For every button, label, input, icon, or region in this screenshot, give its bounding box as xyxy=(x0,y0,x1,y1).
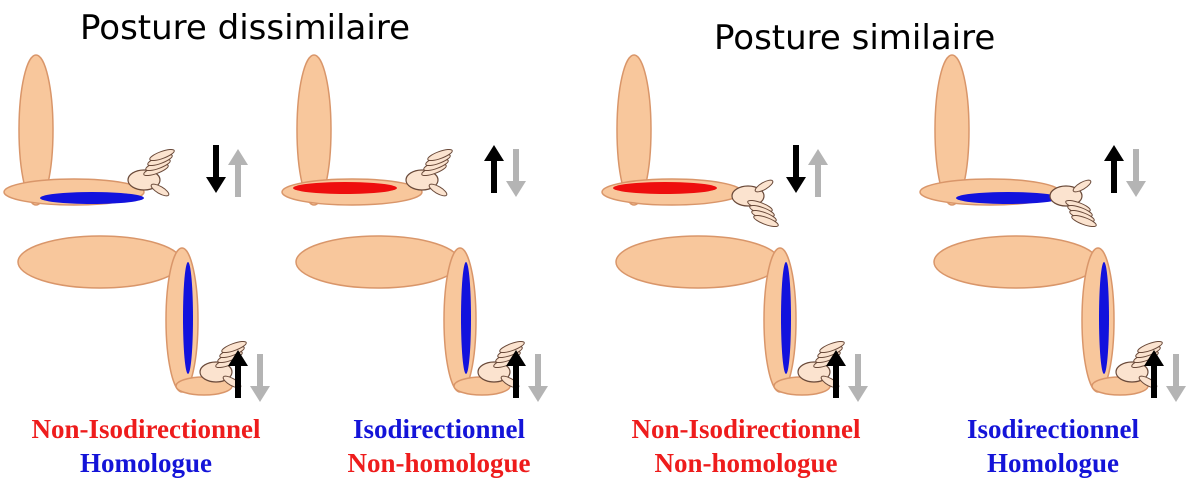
arrow-up-black xyxy=(484,145,504,193)
lower-upper-arm-shape xyxy=(18,236,182,288)
panel-caption-4: Isodirectionnel Homologue xyxy=(918,412,1188,480)
lower-upper-arm-shape xyxy=(296,236,460,288)
lower-forearm-shape xyxy=(1082,248,1114,392)
lower-forearm-shape xyxy=(166,248,198,392)
panel-4-homology-label: Homologue xyxy=(918,446,1188,480)
panel-3 xyxy=(602,55,868,402)
lower-forearm-shape xyxy=(444,248,476,392)
panel-caption-1: Non-Isodirectionnel Homologue xyxy=(0,412,292,480)
panel-2-direction-label: Isodirectionnel xyxy=(298,412,580,446)
thumb-shape xyxy=(754,178,775,194)
arrow-up-gray xyxy=(228,149,248,197)
arrow-up-gray xyxy=(808,149,828,197)
upper-muscle-shape xyxy=(613,182,717,194)
lower-arrow-pair xyxy=(826,350,868,402)
panel-3-homology-label: Non-homologue xyxy=(600,446,892,480)
upper-muscle-shape xyxy=(956,192,1060,204)
upper-arrow-pair xyxy=(786,145,828,197)
arrow-down-gray xyxy=(1126,149,1146,197)
arrow-down-gray xyxy=(848,354,868,402)
lower-muscle-shape xyxy=(1099,262,1109,374)
panel-1 xyxy=(4,55,270,402)
upper-muscle-shape xyxy=(293,182,397,194)
panel-2 xyxy=(282,55,548,402)
panel-2-homology-label: Non-homologue xyxy=(298,446,580,480)
thumb-shape xyxy=(150,182,171,198)
upper-arrow-pair xyxy=(1104,145,1146,197)
lower-muscle-shape xyxy=(781,262,791,374)
panel-caption-3: Non-Isodirectionnel Non-homologue xyxy=(600,412,892,480)
arrow-down-gray xyxy=(250,354,270,402)
arrow-down-black xyxy=(786,145,806,193)
thumb-shape xyxy=(428,182,449,198)
arrow-down-gray xyxy=(528,354,548,402)
panel-4-direction-label: Isodirectionnel xyxy=(918,412,1188,446)
lower-upper-arm-shape xyxy=(934,236,1098,288)
panel-3-direction-label: Non-Isodirectionnel xyxy=(600,412,892,446)
upper-hand-shape xyxy=(732,178,779,229)
upper-arrow-pair xyxy=(484,145,526,197)
upper-arrow-pair xyxy=(206,145,248,197)
panel-4 xyxy=(920,55,1186,402)
lower-upper-arm-shape xyxy=(616,236,780,288)
lower-arrow-pair xyxy=(506,350,548,402)
arrow-up-black xyxy=(1104,145,1124,193)
lower-arrow-pair xyxy=(228,350,270,402)
lower-muscle-shape xyxy=(461,262,471,374)
lower-arrow-pair xyxy=(1144,350,1186,402)
arrow-down-black xyxy=(206,145,226,193)
panel-caption-2: Isodirectionnel Non-homologue xyxy=(298,412,580,480)
upper-muscle-shape xyxy=(40,192,144,204)
lower-forearm-shape xyxy=(764,248,796,392)
panel-1-homology-label: Homologue xyxy=(0,446,292,480)
arrow-down-gray xyxy=(506,149,526,197)
thumb-shape xyxy=(1072,178,1093,194)
upper-hand-shape xyxy=(1050,178,1097,229)
panel-1-direction-label: Non-Isodirectionnel xyxy=(0,412,292,446)
lower-muscle-shape xyxy=(183,262,193,374)
arrow-down-gray xyxy=(1166,354,1186,402)
